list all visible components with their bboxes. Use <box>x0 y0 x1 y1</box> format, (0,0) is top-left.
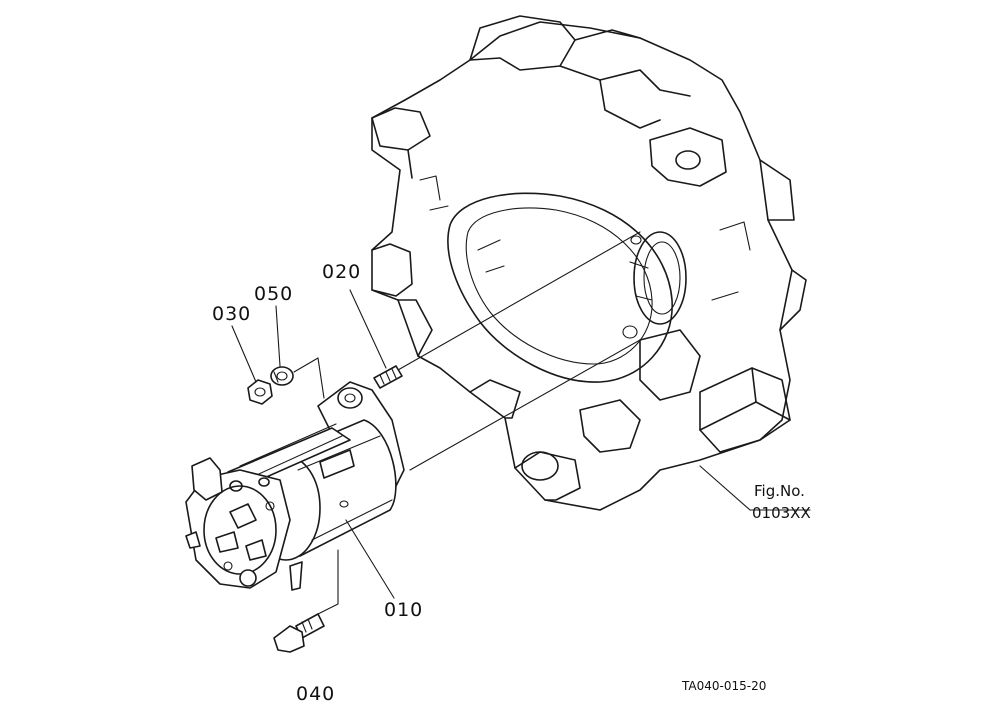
leader-lines <box>231 289 811 615</box>
drawing-code: TA040-015-20 <box>681 679 766 693</box>
flywheel-housing <box>371 15 807 511</box>
callout-050: 050 <box>254 283 293 305</box>
spring-washer <box>270 366 294 386</box>
figure-reference-label: Fig.No. <box>754 482 805 500</box>
callout-040: 040 <box>296 683 335 705</box>
starter-motor <box>185 381 405 591</box>
callout-030: 030 <box>212 303 251 325</box>
stud-bolt <box>373 365 403 389</box>
figure-reference-number: 0103XX <box>752 504 811 522</box>
hex-bolt <box>273 613 325 653</box>
assembly-axis-lines <box>397 231 641 471</box>
callout-020: 020 <box>322 261 361 283</box>
callout-010: 010 <box>384 599 423 621</box>
hex-nut <box>247 379 273 405</box>
